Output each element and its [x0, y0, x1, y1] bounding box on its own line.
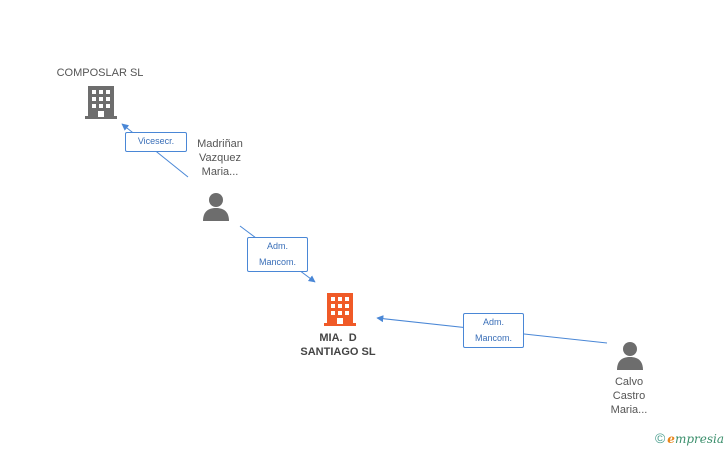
node-label-line: Maria... [610, 404, 648, 416]
node-label-madrinan[interactable]: Madriñan Vazquez Maria... [185, 137, 255, 179]
building-icon[interactable] [85, 84, 117, 120]
brand-footer: ©empresia [655, 430, 724, 446]
node-label-line: Calvo [614, 376, 644, 388]
node-label-line: SANTIAGO SL [300, 346, 376, 358]
edge-label-line: Mancom. [474, 333, 512, 343]
building-icon-main[interactable] [324, 291, 356, 327]
person-icon[interactable] [201, 191, 231, 221]
logo-text: mpresia [674, 432, 724, 446]
node-label-composlar[interactable]: COMPOSLAR SL [56, 67, 144, 79]
edge-label-adm-mancom[interactable]: Adm. Mancom. [247, 237, 308, 272]
node-label-line: MIA. D [319, 332, 357, 344]
edge-label-line: Adm. [482, 317, 504, 327]
node-label-calvo[interactable]: Calvo Castro Maria... [594, 375, 664, 417]
node-label-line: Maria... [201, 166, 239, 178]
node-label-line: Castro [612, 390, 646, 402]
edge-label-line: Adm. [266, 241, 288, 251]
node-label-line: Vazquez [199, 152, 241, 164]
edge-label-adm-mancom[interactable]: Adm. Mancom. [463, 313, 524, 348]
edge-label-line: Vicesecr. [137, 136, 175, 146]
node-label-mia[interactable]: MIA. D SANTIAGO SL [278, 331, 398, 359]
node-label-line: Madriñan [197, 138, 243, 150]
empresia-logo: empresia [667, 432, 724, 446]
edge-label-line: Mancom. [258, 257, 296, 267]
edge-label-vicesecr[interactable]: Vicesecr. [125, 132, 187, 152]
copyright-symbol: © [654, 430, 666, 446]
logo-letter: e [667, 432, 675, 446]
person-icon[interactable] [615, 340, 645, 370]
